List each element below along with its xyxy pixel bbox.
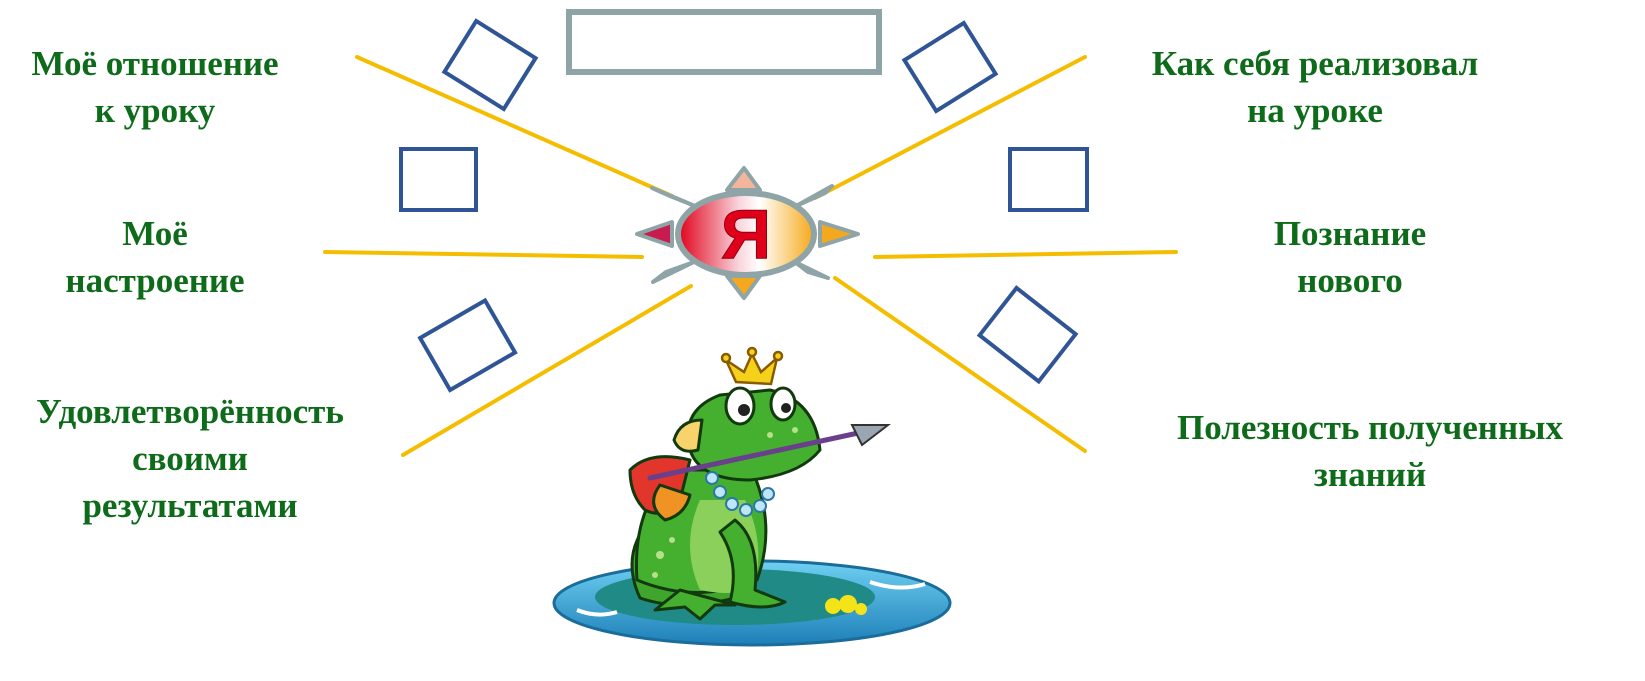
label-satisfaction-line-1: Удовлетворённость bbox=[36, 392, 344, 431]
sun-ray-bottom-right bbox=[793, 260, 830, 280]
sun-ray-bottom-left bbox=[651, 260, 696, 284]
ray-attitude bbox=[355, 55, 674, 198]
rays bbox=[323, 55, 1178, 457]
sun-ray-top-right bbox=[794, 184, 834, 208]
answer-box-cognition[interactable] bbox=[1008, 147, 1089, 212]
label-cognition: Познание нового bbox=[1210, 210, 1490, 304]
sun-ray-bottom bbox=[725, 274, 762, 300]
label-self-realization-line-1: Как себя реализовал bbox=[1151, 44, 1479, 83]
answer-box-self-realization[interactable] bbox=[901, 20, 999, 114]
sun-ray-top-left bbox=[650, 186, 697, 208]
label-cognition-line-1: Познание bbox=[1273, 214, 1427, 253]
label-self-realization-line-2: на уроке bbox=[1247, 91, 1383, 130]
frog-prince-icon bbox=[628, 386, 822, 621]
label-mood-line-1: Моё bbox=[122, 214, 188, 253]
label-mood-line-2: настроение bbox=[65, 261, 245, 300]
title-box bbox=[566, 9, 882, 75]
sun-ray-right bbox=[818, 220, 860, 248]
label-usefulness-line-1: Полезность полученных bbox=[1177, 408, 1563, 447]
label-usefulness: Полезность полученных знаний bbox=[1100, 404, 1640, 498]
sun-ray-top bbox=[725, 166, 762, 192]
sun-icon: Я bbox=[635, 166, 860, 300]
ray-cognition bbox=[873, 250, 1178, 259]
answer-box-satisfaction[interactable] bbox=[417, 297, 518, 393]
sun-ray-left bbox=[635, 220, 674, 248]
label-attitude-line-2: к уроку bbox=[94, 91, 216, 130]
crown-icon bbox=[720, 346, 784, 386]
center-letter: Я bbox=[721, 195, 771, 273]
label-satisfaction-line-2: своими bbox=[132, 439, 248, 478]
arrow-icon bbox=[647, 424, 891, 481]
label-satisfaction-line-3: результатами bbox=[82, 486, 298, 525]
label-attitude-line-1: Моё отношение bbox=[31, 44, 279, 83]
label-cognition-line-2: нового bbox=[1297, 261, 1403, 300]
answer-box-attitude[interactable] bbox=[441, 18, 539, 112]
label-attitude: Моё отношение к уроку bbox=[0, 40, 310, 134]
ray-usefulness bbox=[833, 276, 1087, 453]
ray-mood bbox=[323, 250, 644, 259]
sun-body bbox=[675, 190, 817, 278]
ray-satisfaction bbox=[401, 284, 693, 457]
label-self-realization: Как себя реализовал на уроке bbox=[1105, 40, 1525, 134]
answer-box-usefulness[interactable] bbox=[976, 285, 1079, 385]
label-satisfaction: Удовлетворённость своими результатами bbox=[0, 388, 380, 529]
label-usefulness-line-2: знаний bbox=[1313, 455, 1427, 494]
label-mood: Моё настроение bbox=[20, 210, 290, 304]
ray-self-realization bbox=[813, 55, 1087, 200]
answer-box-mood[interactable] bbox=[399, 147, 478, 212]
